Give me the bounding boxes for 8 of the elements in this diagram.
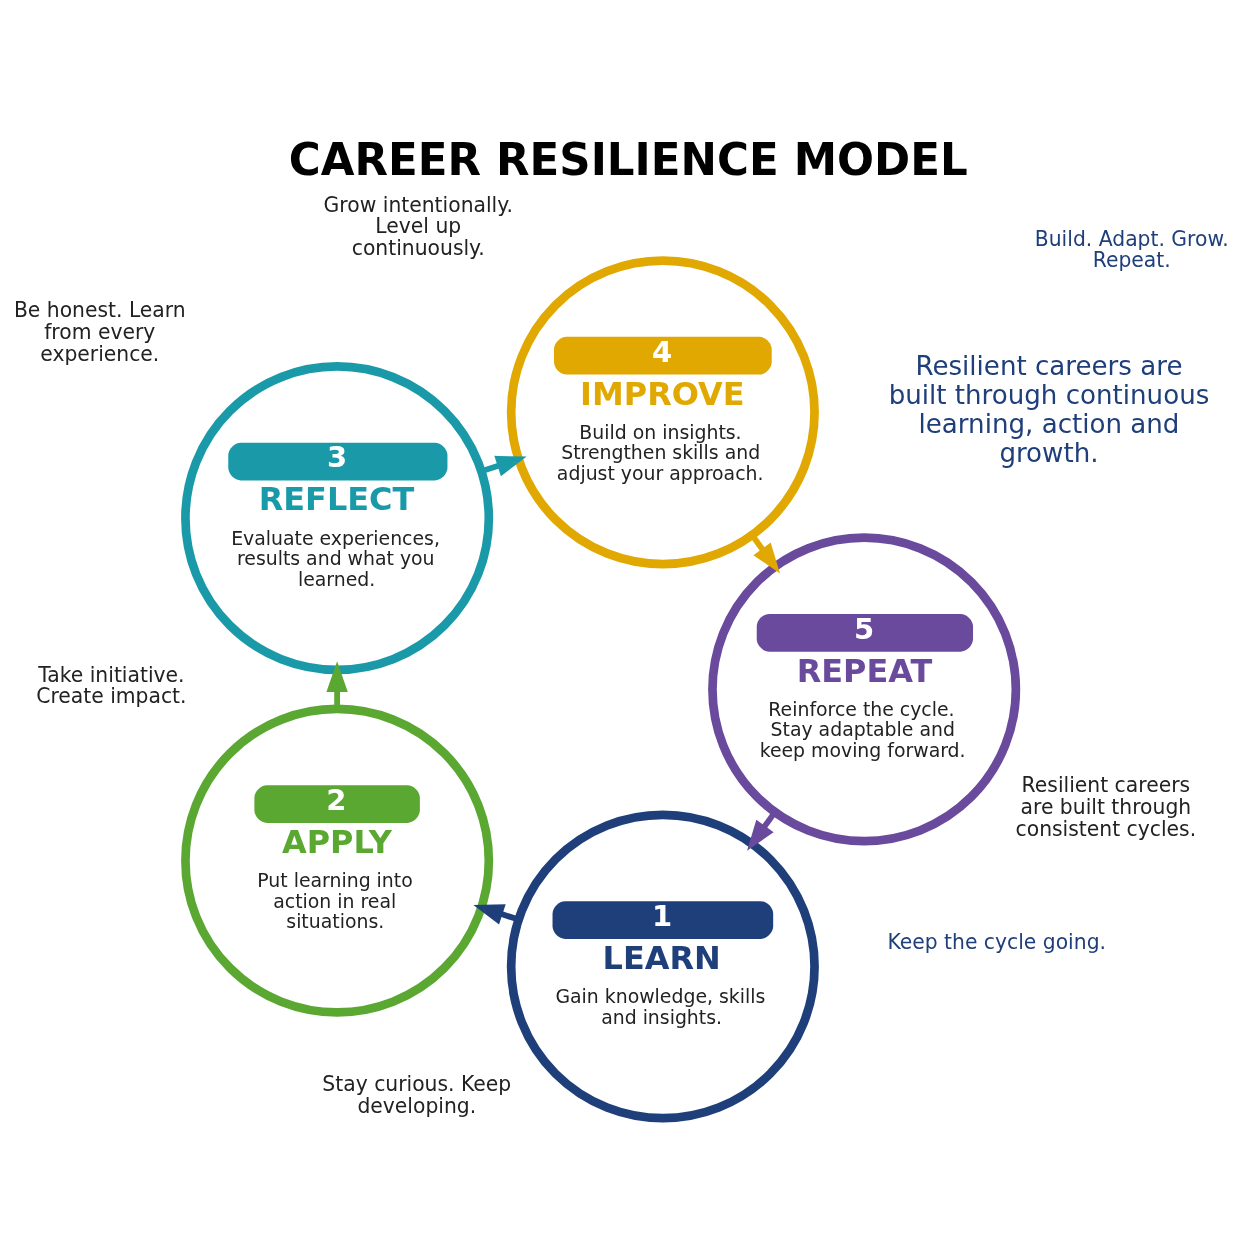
node-circle: 3 REFLECT Evaluate experiences, results and what you learned. bbox=[181, 362, 494, 675]
label: Keep the cycle going. bbox=[887, 929, 1107, 954]
diagram-title: CAREER RESILIENCE MODEL bbox=[288, 135, 968, 185]
label: Resilient careers are built through continuous learning, action and growth. bbox=[888, 350, 1210, 469]
node-circle: 4 IMPROVE Build on insights. Strengthen skills and adjust your approach. bbox=[506, 256, 819, 569]
arrow bbox=[749, 533, 780, 574]
node-circle: 2 APPLY Put learning into action in real situations. bbox=[181, 704, 494, 1017]
label: Build. Adapt. Grow. Repeat. bbox=[1034, 226, 1229, 273]
